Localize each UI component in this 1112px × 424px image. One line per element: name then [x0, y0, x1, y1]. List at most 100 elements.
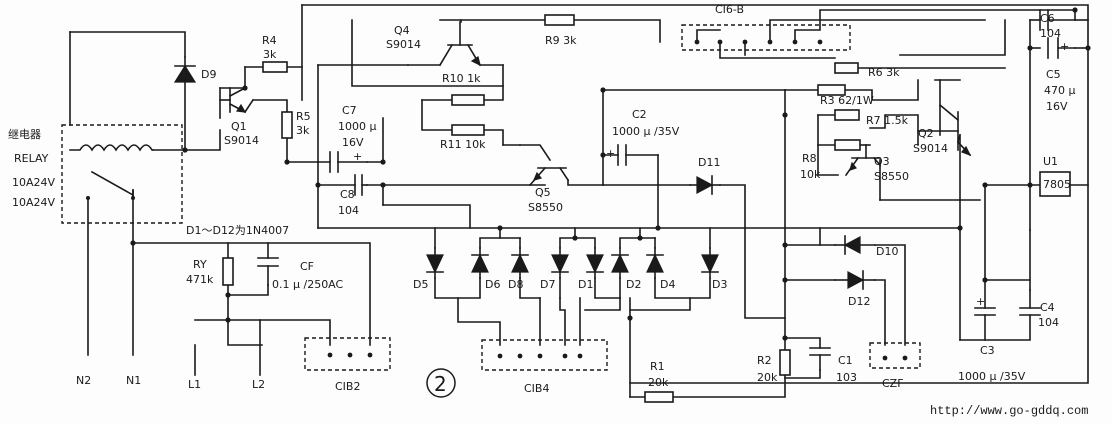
- d8-label: D8: [508, 278, 523, 291]
- relay: 继电器 RELAY 10A24V 10A24V: [8, 124, 183, 224]
- transistor-q3: Q3 S8550: [844, 144, 909, 183]
- r8-name: R8: [802, 152, 817, 165]
- r7-label: R7 1.5k: [866, 114, 909, 127]
- d7-label: D7: [540, 278, 555, 291]
- c6-value: 104: [1040, 27, 1061, 40]
- capacitor-c8: C8 104: [338, 174, 368, 217]
- cib4-label: CIB4: [524, 382, 549, 395]
- terminal-l1: L1: [188, 378, 201, 391]
- diode-d6: [471, 247, 489, 279]
- r8-value: 10k: [800, 168, 821, 181]
- connector-ci6b: CI6-B: [681, 3, 851, 51]
- q1-part: S9014: [224, 134, 259, 147]
- resistor-r7: [834, 109, 860, 121]
- diode-bridge: [426, 247, 719, 279]
- junction-dots: [130, 7, 1091, 341]
- d2-label: D2: [626, 278, 641, 291]
- u1-name: U1: [1043, 155, 1058, 168]
- cf-value: 0.1 μ /250AC: [272, 278, 344, 291]
- resistor-r2: [779, 349, 791, 376]
- resistors: [222, 14, 861, 403]
- resistor-r11: [451, 124, 485, 136]
- capacitor-c1: C1 103: [809, 347, 857, 384]
- capacitor-c3: + C3 1000 μ /35V: [958, 279, 1026, 383]
- c7-voltage: 16V: [342, 136, 364, 149]
- relay-name: 继电器: [8, 128, 41, 141]
- q2-name: Q2: [918, 127, 934, 140]
- capacitor-c6: C6 104: [1039, 9, 1076, 40]
- terminal-n1: N1: [126, 374, 141, 387]
- capacitor-c2: + C2 1000 μ /35V: [606, 108, 680, 166]
- d11-label: D11: [698, 156, 720, 169]
- resistor-r9: [544, 14, 575, 26]
- c3-name: C3: [980, 344, 995, 357]
- d5-label: D5: [413, 278, 428, 291]
- d3-label: D3: [712, 278, 727, 291]
- c7-name: C7: [342, 104, 357, 117]
- capacitor-cf: CF 0.1 μ /250AC: [257, 257, 344, 291]
- cf-name: CF: [300, 260, 314, 273]
- transistor-q1: Q1 S9014: [219, 86, 259, 147]
- c6-name: C6: [1040, 12, 1055, 25]
- transistor-q5: Q5 S8550: [519, 144, 570, 214]
- c2-name: C2: [632, 108, 647, 121]
- c5-plus: +: [1060, 40, 1069, 53]
- q1-name: Q1: [231, 120, 247, 133]
- diode-d5: [426, 247, 444, 279]
- transistor-q4: Q4 S9014: [386, 21, 482, 67]
- r5-name: R5: [296, 110, 311, 123]
- q2-part: S9014: [913, 142, 948, 155]
- diode-d9: D9: [173, 56, 216, 83]
- d12-label: D12: [848, 295, 870, 308]
- d4-label: D4: [660, 278, 675, 291]
- ry-name: RY: [193, 258, 207, 271]
- resistor-r6: [834, 62, 859, 74]
- relay-rating-2: 10A24V: [12, 196, 56, 209]
- u1-part: 7805: [1043, 178, 1071, 191]
- c4-name: C4: [1040, 301, 1055, 314]
- resistor-r5: [281, 111, 293, 139]
- c2-value: 1000 μ /35V: [612, 125, 680, 138]
- resistor-ry: [222, 257, 234, 286]
- resistor-r10: [451, 94, 485, 106]
- wires: [69, 4, 1089, 398]
- c3-plus: +: [976, 295, 985, 308]
- capacitor-c7: C7 1000 μ 16V +: [329, 104, 377, 173]
- c7-value: 1000 μ: [338, 120, 377, 133]
- diode-d10: D10: [834, 235, 898, 258]
- czf-label: CZF: [882, 377, 904, 390]
- diode-note: D1～D12为1N4007: [186, 224, 289, 237]
- diode-d1: [586, 247, 604, 279]
- cib2-label: CIB2: [335, 380, 360, 393]
- c1-value: 103: [836, 371, 857, 384]
- c5-name: C5: [1046, 68, 1061, 81]
- d9-label: D9: [201, 68, 216, 81]
- connector-cib2: CIB2: [304, 337, 391, 393]
- connector-czf: CZF: [869, 342, 921, 390]
- c4-value: 104: [1038, 316, 1059, 329]
- r4-name: R4: [262, 34, 277, 47]
- diode-d4: [646, 247, 664, 279]
- r6-label: R6 3k: [868, 66, 900, 79]
- c8-value: 104: [338, 204, 359, 217]
- q4-part: S9014: [386, 38, 421, 51]
- ci6b-label: CI6-B: [715, 3, 744, 16]
- r5-value: 3k: [296, 124, 310, 137]
- q3-name: Q3: [874, 155, 890, 168]
- c7-plus: +: [353, 150, 362, 163]
- d1-label: D1: [578, 278, 593, 291]
- relay-rating-1: 10A24V: [12, 176, 56, 189]
- capacitor-c4: C4 104: [1019, 289, 1059, 329]
- r1-name: R1: [650, 360, 665, 373]
- diode-d11: D11: [689, 156, 721, 195]
- resistor-r1: [644, 391, 674, 403]
- r3-label: R3 62/1W: [820, 94, 874, 107]
- c3-value: 1000 μ /35V: [958, 370, 1026, 383]
- diode-d7: [551, 247, 569, 279]
- r2-value: 20k: [757, 371, 778, 384]
- terminal-l2: L2: [252, 378, 265, 391]
- r4-value: 3k: [263, 48, 277, 61]
- d6-label: D6: [485, 278, 500, 291]
